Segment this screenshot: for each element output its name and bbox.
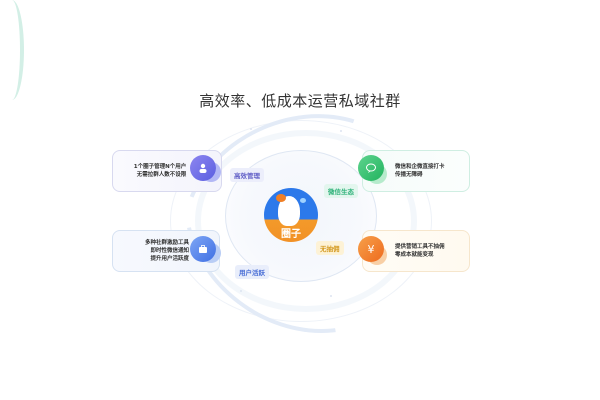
mascot-icon	[278, 196, 300, 226]
logo-text: 圈子	[281, 229, 301, 240]
app-logo: 圈子	[264, 188, 318, 242]
briefcase-icon	[190, 236, 216, 262]
middle-ring	[195, 130, 417, 312]
card-line: 多种社群激励工具	[144, 240, 189, 246]
card-line: 传播无障碍	[395, 172, 423, 178]
tag-user-activity: 用户活跃	[235, 265, 269, 279]
decorative-dot	[240, 290, 242, 292]
card-line: 微信和企微直接打卡	[395, 164, 445, 170]
decorative-dot	[330, 295, 332, 297]
decorative-dot	[340, 130, 342, 132]
decorative-arc	[0, 0, 24, 100]
card-line: 1个圈子管理N个用户	[133, 164, 187, 170]
chat-bubble-icon	[358, 155, 384, 181]
card-line: 提供营销工具不抽佣	[395, 244, 445, 250]
page-title: 高效率、低成本运营私域社群	[199, 92, 401, 110]
yen-icon: ¥	[358, 236, 384, 262]
card-line: 即时性微信通知	[150, 248, 189, 254]
outer-ring	[170, 120, 432, 322]
tag-no-commission: 无抽佣	[316, 241, 344, 255]
card-line: 无需拉群人数不设限	[136, 172, 187, 178]
decorative-dot	[250, 128, 252, 130]
speech-bubble-icon	[300, 198, 306, 203]
tag-wechat-ecosystem: 微信生态	[324, 184, 358, 198]
tag-efficient-management: 高效管理	[230, 168, 264, 182]
card-line: 零成本就能变现	[395, 252, 434, 258]
users-icon	[190, 155, 216, 181]
card-line: 提升用户活跃度	[150, 256, 189, 262]
mascot-hat-icon	[276, 194, 286, 202]
